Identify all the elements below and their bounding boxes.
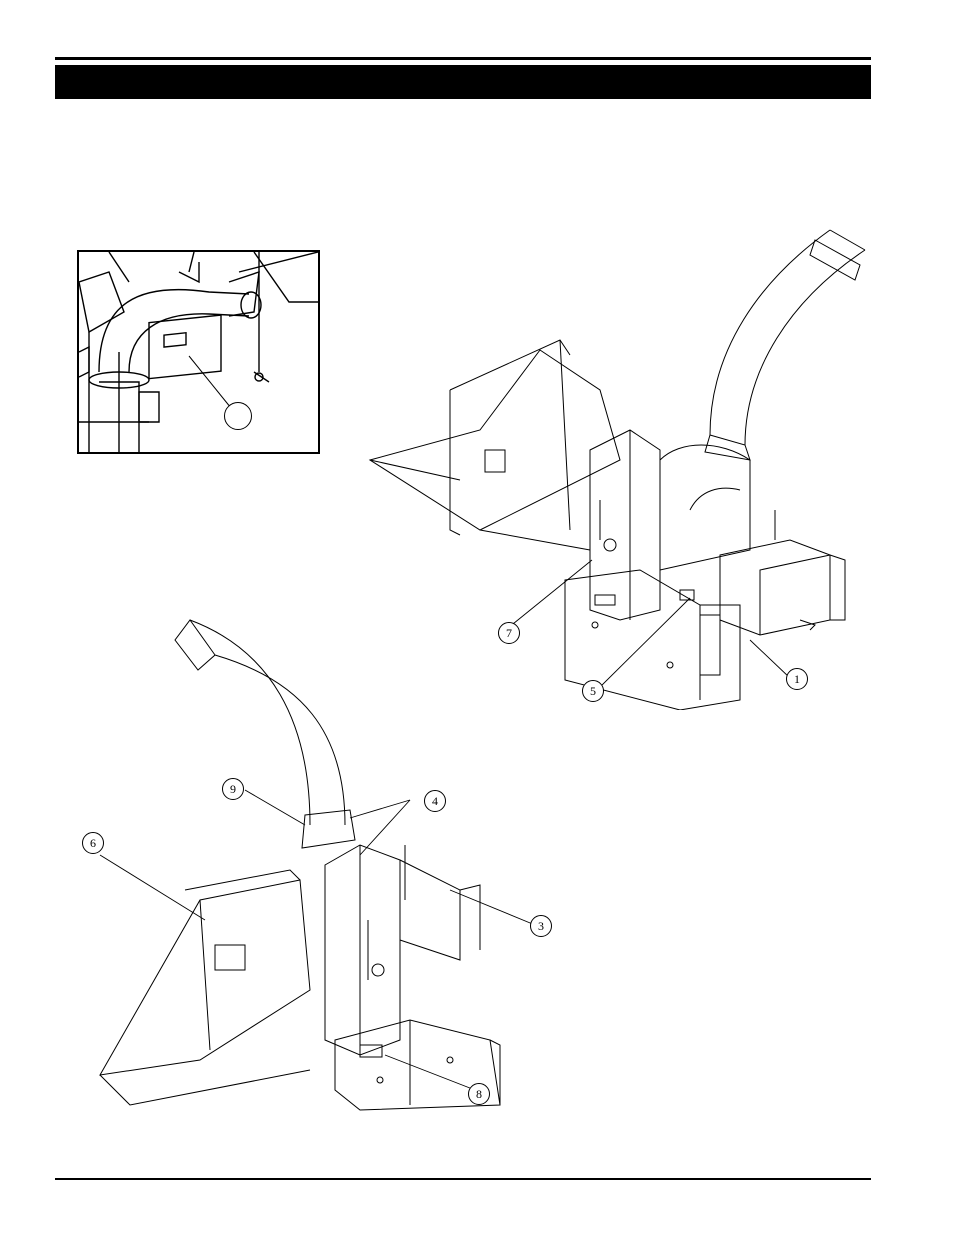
callout-1-label: 1 (794, 672, 800, 687)
top-rule (55, 57, 871, 60)
inset-drawing (79, 252, 318, 452)
callout-5-label: 5 (590, 684, 596, 699)
callout-6-label: 6 (90, 836, 96, 851)
callout-6: 6 (82, 832, 104, 854)
chipper-bottom-view-drawing: 9 4 6 3 8 (70, 600, 570, 1140)
callout-3: 3 (530, 915, 552, 937)
callout-9: 9 (222, 778, 244, 800)
callout-9-label: 9 (230, 782, 236, 797)
callout-1: 1 (786, 668, 808, 690)
callout-8: 8 (468, 1083, 490, 1105)
callout-circle-inset (224, 402, 252, 430)
bottom-rule (55, 1178, 871, 1180)
callout-5: 5 (582, 680, 604, 702)
callout-8-label: 8 (476, 1087, 482, 1102)
callout-4: 4 (424, 790, 446, 812)
callout-3-label: 3 (538, 919, 544, 934)
section-header-bar (55, 65, 871, 99)
chipper-bottom-svg (70, 600, 570, 1140)
callout-4-label: 4 (432, 794, 438, 809)
inset-detail-figure (77, 250, 320, 454)
